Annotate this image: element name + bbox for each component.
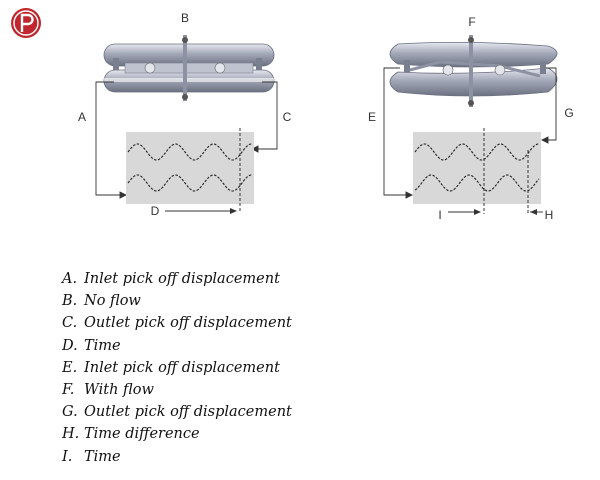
legend-item: C. Outlet pick off displacement bbox=[62, 312, 292, 334]
inlet-leader-line bbox=[95, 81, 128, 199]
legend-text: Inlet pick off displacement bbox=[84, 359, 280, 376]
label-d: D bbox=[151, 204, 160, 218]
legend-text: Inlet pick off displacement bbox=[84, 271, 280, 287]
p-logo-icon bbox=[11, 8, 41, 38]
legend-text: Time bbox=[84, 337, 121, 354]
time-arrow-i bbox=[448, 209, 481, 215]
legend-letter: H. bbox=[62, 426, 80, 443]
legend-letter: D. bbox=[62, 337, 78, 354]
legend-text: No flow bbox=[84, 293, 141, 310]
time-difference-arrow-h bbox=[530, 209, 543, 215]
inlet-wave-flow bbox=[414, 174, 540, 192]
legend-letter: A. bbox=[62, 271, 78, 287]
legend-letter: G. bbox=[62, 404, 78, 421]
with-flow-tube-assembly bbox=[389, 35, 558, 107]
legend-text: Time difference bbox=[84, 426, 200, 443]
legend-item: E. Inlet pick off displacement bbox=[62, 357, 292, 379]
no-flow-tube-assembly bbox=[103, 35, 275, 101]
label-b: B bbox=[181, 11, 189, 25]
label-f: F bbox=[468, 15, 475, 29]
legend-text: Outlet pick off displacement bbox=[84, 315, 292, 332]
inlet-leader-line-flow bbox=[383, 67, 414, 199]
no-flow-waveform-plot bbox=[126, 128, 254, 212]
legend-item: B. No flow bbox=[62, 290, 292, 312]
label-g: G bbox=[564, 106, 573, 120]
outlet-leader-line-flow bbox=[540, 67, 557, 144]
legend-letter: E. bbox=[62, 359, 78, 376]
time-arrow-d bbox=[165, 208, 237, 214]
label-e: E bbox=[368, 110, 376, 124]
with-flow-waveform-plot bbox=[413, 128, 541, 214]
legend-text: With flow bbox=[84, 381, 154, 398]
legend-letter: C. bbox=[62, 315, 78, 332]
legend-letter: B. bbox=[62, 293, 78, 310]
label-a: A bbox=[78, 110, 86, 124]
legend-letter: I. bbox=[62, 448, 73, 465]
legend-item: G. Outlet pick off displacement bbox=[62, 401, 292, 423]
outlet-wave bbox=[127, 143, 252, 161]
legend-letter: F. bbox=[62, 381, 75, 398]
label-c: C bbox=[283, 110, 292, 124]
legend-text: Time bbox=[84, 448, 121, 465]
legend-item: F. With flow bbox=[62, 379, 292, 401]
label-h: H bbox=[545, 208, 554, 222]
inlet-wave bbox=[127, 174, 252, 192]
outlet-wave-flow bbox=[414, 143, 539, 161]
legend-item: I. Time bbox=[62, 446, 292, 468]
coriolis-diagram: B A C D F E G H I bbox=[11, 8, 574, 222]
legend-text: Outlet pick off displacement bbox=[84, 404, 292, 421]
legend-item: A. Inlet pick off displacement bbox=[62, 268, 292, 290]
label-i: I bbox=[438, 208, 441, 222]
legend-item: H.Time difference bbox=[62, 423, 292, 445]
legend-item: D. Time bbox=[62, 335, 292, 357]
outlet-leader-line bbox=[250, 81, 278, 153]
